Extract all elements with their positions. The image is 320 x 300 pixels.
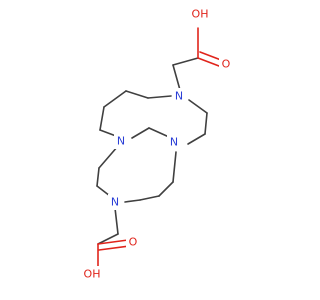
upper-ring: [99, 90, 208, 145]
bond-c-o-double-b-top: [199, 51, 222, 61]
bond-ch2-c-top: [172, 57, 199, 66]
bond-c-o-double-a-top: [197, 57, 220, 67]
atom-bg: [189, 5, 211, 21]
bond-n-ch2-bottom: [114, 207, 119, 235]
nitrogen-bottom-label: N: [111, 196, 119, 209]
atom-bg: [219, 56, 233, 72]
top-carboxymethyl-group: [172, 27, 222, 91]
ring-bond: [96, 167, 100, 187]
bridge: [131, 127, 170, 139]
oxygen-bottom-label: O: [129, 236, 138, 249]
atom-bg: [81, 266, 103, 282]
nitrogen-left-label: N: [117, 135, 125, 148]
oxygen-top-label: O: [222, 58, 231, 71]
bond-c-o-double-b-bottom: [98, 245, 130, 251]
atom-labels: N N N N OH O OH O: [81, 5, 233, 282]
ring-bond: [188, 99, 208, 114]
ring-bond: [99, 129, 117, 137]
atom-bg: [167, 134, 181, 150]
atom-bg: [114, 133, 128, 149]
nitrogen-right-label: N: [170, 136, 178, 149]
ring-bond: [139, 195, 160, 201]
ring-bond: [98, 145, 119, 169]
bridge-bond: [131, 127, 150, 139]
ring-bond: [99, 106, 105, 131]
ring-bond: [125, 90, 149, 99]
nitrogen-top-label: N: [175, 90, 183, 103]
ring-bond: [124, 199, 141, 203]
hydroxyl-bottom-label: OH: [84, 268, 101, 281]
bottom-carboxymethyl-group: [97, 207, 130, 269]
bridge-bond: [148, 127, 170, 138]
ring-bond: [158, 181, 174, 197]
bond-ch2-c-bottom: [97, 233, 119, 245]
atom-bg: [108, 194, 122, 210]
bond-n-ch2-top: [172, 64, 181, 91]
ring-bond: [187, 133, 206, 145]
ring-bond: [103, 90, 127, 108]
bond-c-o-double-a-bottom: [97, 239, 129, 245]
ring-bond: [147, 95, 172, 99]
molecule-canvas: N N N N OH O OH O: [81, 5, 233, 282]
ring-bond: [204, 112, 208, 135]
atom-bg: [172, 88, 186, 104]
lower-ring: [96, 145, 177, 203]
hydroxyl-top-label: OH: [192, 8, 209, 21]
ring-bond: [96, 185, 111, 197]
molecule-structure: N N N N OH O OH O: [81, 5, 233, 282]
atom-bg: [126, 234, 140, 250]
ring-bond: [172, 151, 177, 183]
